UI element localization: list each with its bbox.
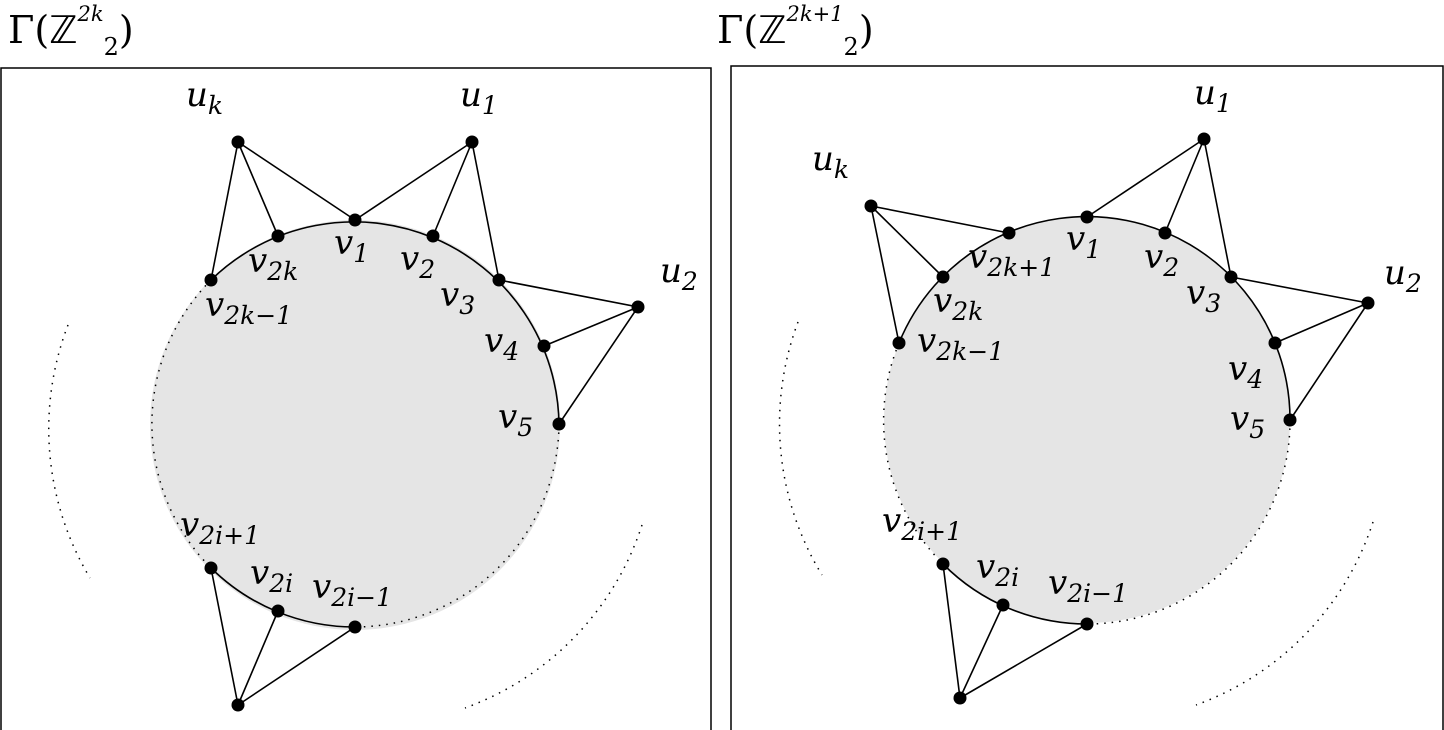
label-u-2: u2 (1384, 253, 1422, 298)
left-cycle-dotted-left (151, 279, 212, 569)
left-labels: uk u1 u2 v1 v2 v3 v4 v5 v2k v2k−1 v2i+1 … (180, 75, 698, 612)
vertex-v-2i (996, 598, 1010, 612)
label-v-2k-1: v2k−1 (917, 321, 1004, 366)
right-edges (870, 138, 1369, 699)
vertex-v-2i+1 (204, 561, 218, 575)
vertex-u-1 (465, 135, 479, 149)
label-v-4: v4 (1228, 349, 1263, 394)
vertex-u-k (231, 135, 245, 149)
left-cycle-dotted-right (354, 424, 560, 628)
label-v-2i+1: v2i+1 (180, 505, 260, 550)
vertex-v-5 (552, 417, 566, 431)
vertex-v-1 (1080, 210, 1094, 224)
left-vertices (204, 135, 645, 712)
label-v-2k: v2k (933, 281, 983, 326)
label-v-2i-1: v2i−1 (1048, 563, 1128, 608)
label-v-2k-1: v2k−1 (205, 285, 292, 330)
label-v-1: v1 (334, 223, 369, 268)
label-v-2i+1: v2i+1 (882, 501, 962, 546)
vertex-v-2 (426, 229, 440, 243)
vertex-v-4 (537, 339, 551, 353)
label-v-2k+1: v2k+1 (968, 237, 1055, 282)
right-panel-title: Γ(ℤ2k+12) (717, 2, 874, 61)
vertex-v-2k (936, 270, 950, 284)
vertex-v-2 (1158, 226, 1172, 240)
label-u-k: uk (186, 75, 223, 120)
right-disc (884, 217, 1290, 623)
label-u-k: uk (812, 139, 849, 184)
right-vertices (864, 132, 1375, 705)
right-labels: uk u1 u2 v1 v2 v3 v4 v5 v2k+1 v2k v2k−1 … (812, 73, 1422, 608)
left-panel-title: Γ(ℤ2k2) (8, 2, 134, 61)
vertex-u-2 (631, 300, 645, 314)
label-u-1: u1 (460, 75, 498, 120)
vertex-v-2i (271, 604, 285, 618)
label-v-3: v3 (440, 275, 475, 320)
left-panel-frame (0, 67, 712, 730)
vertex-v-3 (492, 273, 506, 287)
label-v-2k: v2k (248, 241, 298, 286)
vertex-u-k (864, 199, 878, 213)
label-v-2i: v2i (976, 547, 1019, 592)
vertex-v-4 (1268, 336, 1282, 350)
vertex-v-2k-1 (892, 336, 906, 350)
right-panel-frame (730, 65, 1444, 730)
label-v-5: v5 (1230, 399, 1265, 444)
label-v-4: v4 (484, 321, 519, 366)
label-v-2: v2 (1144, 237, 1179, 282)
vertex-v-5 (1283, 413, 1297, 427)
label-v-2i-1: v2i−1 (312, 567, 392, 612)
label-v-2: v2 (400, 239, 435, 284)
vertex-u-2 (1361, 296, 1375, 310)
vertex-v-1 (348, 213, 362, 227)
left-outer-dots-left (48, 324, 91, 579)
left-edges (210, 141, 639, 706)
vertex-bottom-hub (953, 691, 967, 705)
vertex-v-3 (1224, 270, 1238, 284)
right-panel: uk u1 u2 v1 v2 v3 v4 v5 v2k+1 v2k v2k−1 … (730, 65, 1444, 730)
right-cycle-dotted-right (1086, 420, 1291, 625)
vertex-bottom-hub (231, 698, 245, 712)
label-v-3: v3 (1186, 273, 1221, 318)
vertex-v-2k (271, 229, 285, 243)
label-v-2i: v2i (250, 553, 293, 598)
right-cycle-arc-bottom (942, 563, 1088, 625)
label-v-5: v5 (498, 397, 533, 442)
vertex-v-2i-1 (348, 620, 362, 634)
left-panel: uk u1 u2 v1 v2 v3 v4 v5 v2k v2k−1 v2i+1 … (0, 67, 712, 730)
vertex-v-2i+1 (936, 557, 950, 571)
vertex-u-1 (1197, 132, 1211, 146)
right-outer-dots-left (778, 321, 823, 576)
label-u-2: u2 (660, 251, 698, 296)
label-v-1: v1 (1066, 219, 1101, 264)
vertex-v-2i-1 (1080, 617, 1094, 631)
vertex-v-2k-1 (204, 273, 218, 287)
left-disc (150, 220, 560, 630)
vertex-v-2k+1 (1002, 226, 1016, 240)
label-u-1: u1 (1194, 73, 1232, 118)
